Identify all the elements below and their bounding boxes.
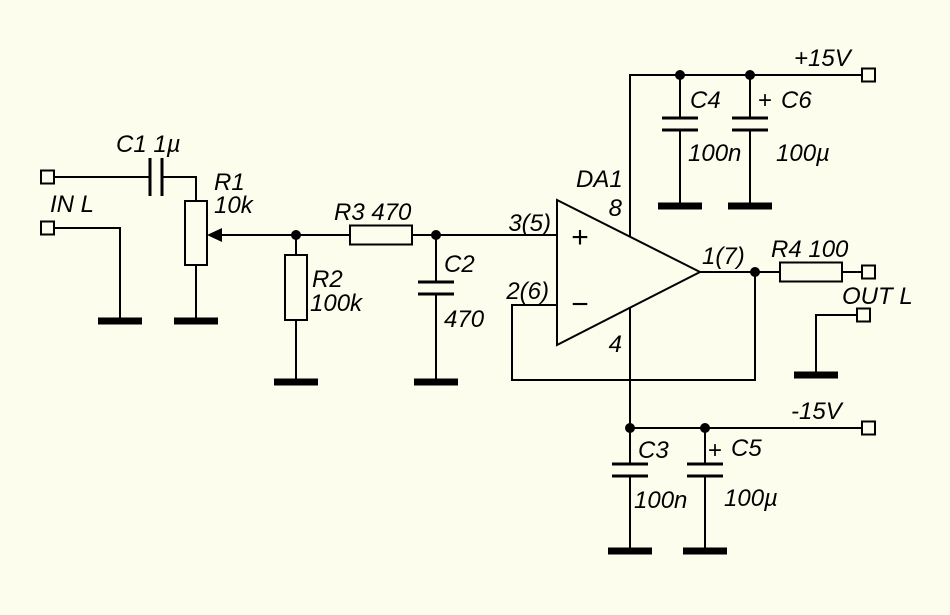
capacitor-c5: + C5 100µ: [683, 428, 778, 555]
r2-value: 100k: [310, 290, 364, 317]
vplus-terminal: [861, 67, 876, 83]
junction-dot: [625, 423, 635, 433]
capacitor-c3: C3 100n: [608, 428, 687, 555]
r3-label: R3 470: [334, 199, 412, 226]
output-terminal: [861, 264, 876, 280]
capacitor-c6: + C6 100µ: [728, 75, 830, 210]
c4-value: 100n: [688, 140, 741, 167]
c2-value: 470: [444, 306, 485, 333]
c5-polarity-sign: +: [708, 437, 722, 464]
input-label: IN L: [50, 191, 94, 218]
c3-value: 100n: [634, 487, 687, 514]
junction-dot: [745, 70, 755, 80]
pin-vminus-label: 4: [609, 331, 622, 358]
pin-noninv-label: 3(5): [508, 210, 551, 237]
wire: [629, 74, 862, 237]
potentiometer-r1: R1 10k: [174, 169, 296, 325]
r1-value: 10k: [214, 192, 255, 219]
pin-vplus-label: 8: [609, 195, 623, 222]
input-terminal-bottom: [40, 220, 55, 236]
capacitor-c4: C4 100n: [658, 75, 741, 210]
pin-inv-label: 2(6): [505, 278, 549, 305]
feedback-wire: [511, 272, 756, 381]
opamp-name: DA1: [576, 166, 623, 193]
c5-value: 100µ: [724, 485, 778, 512]
opamp-triangle: [556, 198, 703, 347]
junction-dot: [291, 230, 301, 240]
c5-name: C5: [731, 435, 762, 462]
vplus-label: +15V: [794, 45, 853, 72]
output-label: OUT L: [842, 283, 913, 310]
input-section: IN L: [40, 169, 150, 325]
r1-name: R1: [214, 169, 245, 196]
c6-name: C6: [781, 87, 812, 114]
junction-dot: [700, 423, 710, 433]
positive-rail: +15V: [629, 45, 876, 237]
c6-value: 100µ: [776, 140, 830, 167]
vminus-terminal: [861, 420, 876, 436]
output-section: R4 100 OUT L: [700, 236, 913, 379]
junction-dot: [431, 230, 441, 240]
c3-name: C3: [638, 437, 669, 464]
pin-out-label: 1(7): [702, 243, 745, 270]
wire: [815, 314, 857, 372]
junction-dots: [291, 70, 760, 433]
junction-dot: [750, 267, 760, 277]
vminus-label: -15V: [791, 398, 844, 425]
capacitor-c2: C2 470: [414, 235, 485, 386]
r2-name: R2: [312, 266, 343, 293]
c2-name: C2: [444, 251, 475, 278]
r4-label: R4 100: [771, 236, 849, 263]
opamp-da1: + − DA1 3(5) 2(6) 8 4 1(7): [505, 166, 744, 358]
output-ground-terminal: [856, 307, 871, 323]
capacitor-c1: C1 1µ: [116, 131, 197, 201]
opamp-plus-sign: +: [571, 221, 589, 254]
wire: [162, 176, 197, 201]
resistor-r2: R2 100k: [274, 235, 364, 386]
wiper-arrow-icon: [207, 228, 222, 242]
c6-polarity-sign: +: [758, 87, 772, 114]
junction-dot: [675, 70, 685, 80]
c4-name: C4: [690, 87, 721, 114]
input-terminal-top: [40, 169, 55, 185]
c1-label: C1 1µ: [116, 131, 181, 158]
opamp-minus-sign: −: [571, 288, 589, 321]
wire: [54, 227, 121, 318]
